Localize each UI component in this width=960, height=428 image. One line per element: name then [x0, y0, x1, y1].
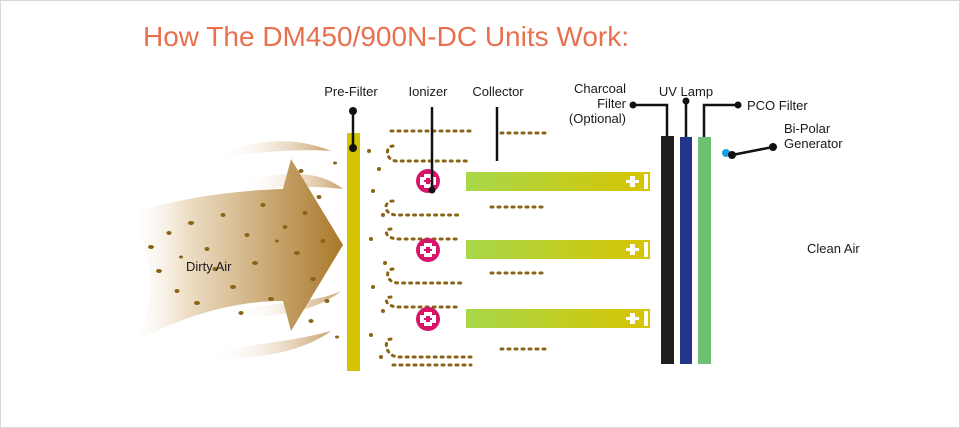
label-dirty-air: Dirty Air: [186, 259, 232, 274]
particle-trails: [384, 129, 551, 367]
pco-filter-bar: [698, 137, 711, 364]
collector-plate-3: [466, 309, 650, 328]
leader-lines: [351, 101, 774, 190]
filtered-particles: [367, 149, 387, 359]
label-charcoal-filter-line2: Filter: [597, 96, 627, 111]
label-clean-air: Clean Air: [807, 241, 860, 256]
charcoal-filter-bar: [661, 136, 674, 364]
label-bipolar-line2: Generator: [784, 136, 843, 151]
plus-sign-icon: [626, 176, 639, 187]
label-uv-lamp: UV Lamp: [659, 84, 713, 99]
collector-plates: [466, 172, 650, 328]
dirty-air-arrow: [131, 159, 343, 339]
ionizer-3: [416, 307, 440, 331]
label-pco-filter: PCO Filter: [747, 98, 808, 113]
plus-sign-icon: [626, 244, 639, 255]
label-collector: Collector: [472, 84, 524, 99]
label-charcoal-filter-line3: (Optional): [569, 111, 626, 126]
pre-filter-panel: [347, 133, 360, 371]
dirty-air-particles: [148, 161, 339, 339]
uv-lamp-bar: [680, 137, 692, 364]
leader-dots: [349, 97, 777, 194]
collector-plate-2: [466, 240, 650, 259]
label-ionizer: Ionizer: [408, 84, 448, 99]
ionizer-2: [416, 238, 440, 262]
plus-sign-icon: [626, 313, 639, 324]
label-bipolar-line1: Bi-Polar: [784, 121, 831, 136]
label-charcoal-filter-line1: Charcoal: [574, 81, 626, 96]
ionizers: [416, 169, 440, 331]
diagram-title: How The DM450/900N-DC Units Work:: [143, 21, 630, 52]
ionizer-1: [416, 169, 440, 193]
collector-plate-1: [466, 172, 650, 191]
label-pre-filter: Pre-Filter: [324, 84, 378, 99]
